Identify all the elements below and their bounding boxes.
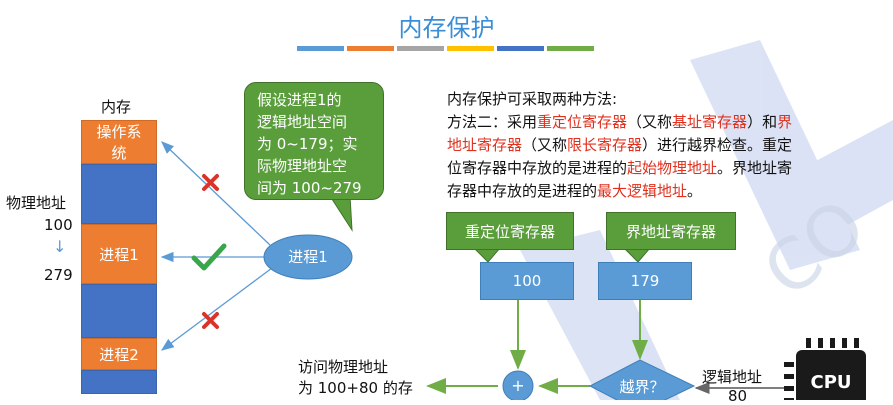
logical-address-value: 80	[728, 387, 748, 405]
text-span: 位寄存器中存放的是进程的	[447, 159, 628, 177]
memory-block-free-1	[81, 164, 157, 224]
methods-line-2: 方法二：采用重定位寄存器（又称基址寄存器）和界	[447, 111, 887, 134]
bubble-line: 为 0~179；实	[257, 135, 358, 153]
range-start: 100	[44, 216, 73, 234]
memory-block-os-label: 操作系统	[96, 123, 142, 162]
highlight-span: 最大逻辑地址	[597, 182, 688, 200]
memory-block-os: 操作系统	[81, 120, 157, 164]
memory-label: 内存	[101, 98, 132, 116]
text-span: （又称	[627, 113, 673, 131]
methods-text: 内存保护可采取两种方法: 方法二：采用重定位寄存器（又称基址寄存器）和界 地址寄…	[447, 88, 887, 203]
memory-block-process1: 进程1	[81, 224, 157, 284]
bubble-line: 间为 100~279	[257, 179, 362, 197]
text-span: （又称	[522, 136, 568, 154]
highlight-span: 起始物理地址	[627, 159, 718, 177]
relocation-register-value: 100	[480, 262, 574, 300]
title-stripe	[497, 46, 544, 51]
adder-label: +	[511, 376, 525, 395]
highlight-span: 基址寄存器	[672, 113, 748, 131]
highlight-span: 界	[777, 113, 793, 131]
process-ellipse-label: 进程1	[288, 248, 328, 266]
page-title: 内存保护	[398, 14, 495, 42]
title-stripe	[297, 46, 344, 51]
methods-line-5: 存器中存放的是进程的最大逻辑地址。	[447, 180, 887, 203]
memory-block-process1-label: 进程1	[99, 245, 139, 264]
highlight-span: 限长寄存器	[567, 136, 643, 154]
bubble-line: 逻辑地址空间	[257, 113, 348, 131]
memory-block-process2-label: 进程2	[99, 345, 139, 364]
highlight-span: 地址寄存器	[447, 136, 523, 154]
title-stripe	[347, 46, 394, 51]
bound-check-label: 越界？	[619, 378, 665, 396]
text-span: ）进行越界检查。重定	[642, 136, 793, 154]
bound-check-diamond	[588, 359, 696, 400]
text-span: 方法二：采用	[447, 113, 538, 131]
relocation-register-callout: 重定位寄存器	[446, 212, 574, 250]
allow-icon	[191, 243, 227, 271]
title-stripe	[397, 46, 444, 51]
cpu-icon	[784, 338, 866, 400]
access-text-line-1: 访问物理地址	[298, 358, 389, 376]
methods-line-1: 内存保护可采取两种方法:	[447, 88, 887, 111]
deny-icon	[202, 312, 219, 329]
memory-block-process2: 进程2	[81, 338, 157, 370]
memory-block-free-3	[81, 370, 157, 394]
text-span: ）和	[747, 113, 778, 131]
cpu-label: CPU	[810, 372, 852, 393]
bubble-line: 假设进程1的	[257, 91, 342, 109]
deny-icon	[202, 174, 219, 191]
limit-register-value: 179	[598, 262, 692, 300]
text-span: 。界地址寄	[717, 159, 793, 177]
range-end: 279	[44, 266, 73, 284]
adder-circle	[502, 370, 534, 400]
bubble-line: 际物理地址空	[257, 157, 348, 175]
text-span: 内存保护可采取两种方法:	[447, 90, 618, 108]
logical-address-label: 逻辑地址	[702, 368, 763, 386]
methods-line-3: 地址寄存器（又称限长寄存器）进行越界检查。重定	[447, 134, 887, 157]
arrow-to-process2	[160, 267, 273, 351]
physical-address-label: 物理地址	[6, 194, 67, 212]
methods-line-4: 位寄存器中存放的是进程的起始物理地址。界地址寄	[447, 157, 887, 180]
title-stripe	[547, 46, 594, 51]
access-text-line-2: 为 100+80 的存	[298, 379, 413, 397]
title-stripe	[447, 46, 494, 51]
text-span: 存器中存放的是进程的	[447, 182, 598, 200]
process-ellipse-shape	[263, 234, 353, 280]
assumption-bubble: 假设进程1的 逻辑地址空间 为 0~179；实 际物理地址空 间为 100~27…	[244, 82, 384, 200]
highlight-span: 重定位寄存器	[537, 113, 628, 131]
memory-block-free-2	[81, 284, 157, 338]
limit-register-callout: 界地址寄存器	[606, 212, 736, 250]
arrow-to-os	[161, 141, 271, 246]
text-span: 。	[687, 182, 703, 200]
range-arrow-icon: ↓	[53, 237, 67, 256]
